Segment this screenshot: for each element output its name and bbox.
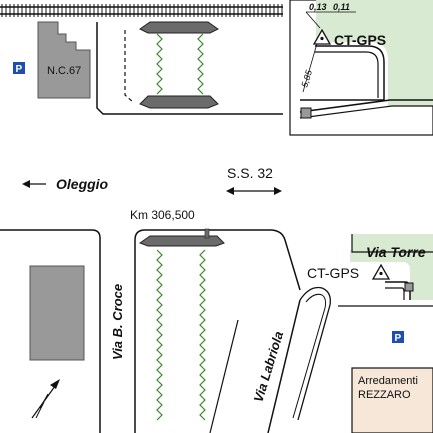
oleggio-label: Oleggio bbox=[56, 176, 109, 192]
road-edge-dashed bbox=[124, 30, 134, 103]
triangulation-point-icon[interactable] bbox=[312, 28, 332, 45]
pillar-main bbox=[404, 282, 414, 292]
svg-text:P: P bbox=[395, 333, 402, 344]
ss32-label: S.S. 32 bbox=[227, 165, 273, 181]
direction-ss32: S.S. 32 bbox=[226, 165, 282, 195]
railway-track bbox=[0, 4, 283, 17]
green-area-2 bbox=[316, 30, 433, 106]
building-main bbox=[29, 265, 85, 361]
svg-text:P: P bbox=[16, 64, 23, 75]
green-area bbox=[316, 0, 433, 106]
shop-name-line1: Arredamenti bbox=[358, 375, 418, 387]
double-arrow-icon bbox=[226, 187, 282, 195]
km-label: Km 306,500 bbox=[130, 208, 195, 222]
parking-icon[interactable]: P bbox=[13, 62, 25, 75]
fence-inner bbox=[315, 51, 379, 98]
building-nc67-label: N.C.67 bbox=[47, 65, 81, 77]
building-nc67 bbox=[37, 21, 91, 99]
dimension-a-label: 0,13 bbox=[309, 2, 327, 12]
pillar bbox=[300, 107, 312, 119]
curve-road-2 bbox=[292, 293, 327, 419]
dimension-line bbox=[302, 39, 319, 93]
triangulation-point-icon-main[interactable] bbox=[371, 263, 391, 280]
fence-main-2 bbox=[385, 287, 405, 300]
curb-2 bbox=[299, 105, 433, 119]
station-label-main: CT-GPS bbox=[307, 265, 359, 281]
shop-name-line2: REZZARO bbox=[358, 389, 411, 401]
fence-outer bbox=[300, 45, 385, 101]
main-map: Km 306,500 Via B. Croce Via Labriola Via… bbox=[0, 208, 433, 433]
parking-icon-main[interactable]: P bbox=[392, 331, 404, 344]
via-labriola-left-edge bbox=[209, 319, 239, 433]
top-right-inset: CT-GPS 0,13 0,11 5,85 bbox=[289, 0, 433, 136]
bridge-top bbox=[138, 235, 225, 247]
vegetation-hedge bbox=[199, 249, 206, 421]
curb bbox=[299, 99, 433, 113]
station-label-top: CT-GPS bbox=[334, 32, 386, 48]
vegetation-hedge bbox=[156, 249, 163, 421]
overpass-top bbox=[139, 21, 219, 109]
via-torre-label: Via Torre bbox=[366, 244, 426, 260]
via-labriola-label: Via Labriola bbox=[251, 329, 287, 403]
left-arrow-icon bbox=[22, 180, 46, 188]
north-arrow-icon bbox=[31, 379, 60, 419]
shop-building bbox=[351, 367, 433, 433]
curve-road bbox=[297, 286, 331, 421]
vegetation-hedge bbox=[197, 33, 204, 95]
vegetation-hedge bbox=[156, 33, 163, 95]
dimension-b-label: 0,11 bbox=[333, 2, 350, 12]
road-top-left bbox=[0, 229, 101, 433]
top-left-inset: N.C.67 P bbox=[0, 4, 283, 115]
via-b-croce-label: Via B. Croce bbox=[110, 284, 125, 360]
via-torre-edge bbox=[351, 234, 433, 253]
bridge-post bbox=[204, 228, 210, 239]
road-edge-left bbox=[96, 22, 283, 115]
direction-oleggio: Oleggio bbox=[22, 176, 109, 192]
via-labriola-right-edge bbox=[267, 299, 301, 433]
green-area-main bbox=[352, 234, 433, 250]
